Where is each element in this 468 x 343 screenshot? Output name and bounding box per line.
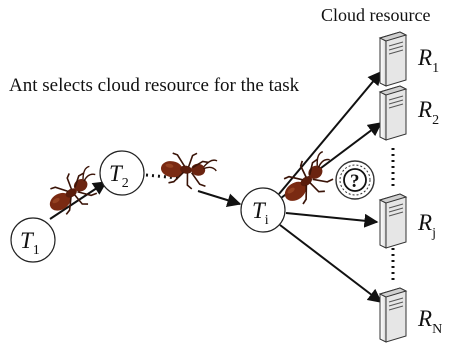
resource-rj-subscript: j: [431, 226, 436, 241]
task-t2-subscript: 2: [122, 176, 129, 191]
server-icon-r2: [379, 85, 407, 141]
edge-t2-ti: [197, 190, 242, 207]
task-node-t1: T1: [10, 217, 56, 263]
resource-r2-letter: R: [417, 97, 432, 122]
ant-icon-1: [39, 161, 108, 222]
ant-icon-2: [157, 146, 220, 194]
resource-label-rn: RN: [417, 306, 442, 337]
server-icon-r1: [379, 31, 407, 87]
task-ti-letter: T: [252, 198, 267, 223]
question-mark-glyph: ?: [350, 171, 360, 192]
svg-text:T2: T2: [109, 161, 129, 191]
task-ti-subscript: i: [265, 213, 269, 228]
task-node-t2: T2: [99, 150, 145, 196]
resource-rn-subscript: N: [432, 322, 442, 337]
resource-r2-subscript: 2: [432, 113, 439, 128]
resource-rj-letter: R: [417, 210, 432, 235]
resource-r1-subscript: 1: [432, 61, 439, 76]
resource-label-r2: R2: [417, 97, 439, 128]
diagram-caption: Ant selects cloud resource for the task: [9, 75, 300, 96]
question-mark-icon: ?: [335, 160, 375, 200]
task-t1-letter: T: [20, 228, 35, 253]
resource-label-rj: Rj: [417, 210, 436, 241]
svg-text:Ti: Ti: [252, 198, 269, 228]
server-icon-rn: [379, 287, 407, 343]
resource-r1-letter: R: [417, 45, 432, 70]
edge-ti-rj: [285, 212, 379, 228]
server-icon-rj: [379, 193, 407, 249]
resource-rn-letter: R: [417, 306, 432, 331]
cloud-resource-title: Cloud resource: [321, 5, 430, 25]
svg-text:T1: T1: [20, 228, 40, 258]
task-t2-letter: T: [109, 161, 124, 186]
resource-label-r1: R1: [417, 45, 439, 76]
edge-ti-rn: [279, 224, 383, 303]
edge-ti-r1: [278, 70, 382, 195]
edge-t1-t2: [49, 181, 108, 220]
task-node-ti: Ti: [240, 187, 286, 233]
task-t1-subscript: 1: [33, 243, 40, 258]
